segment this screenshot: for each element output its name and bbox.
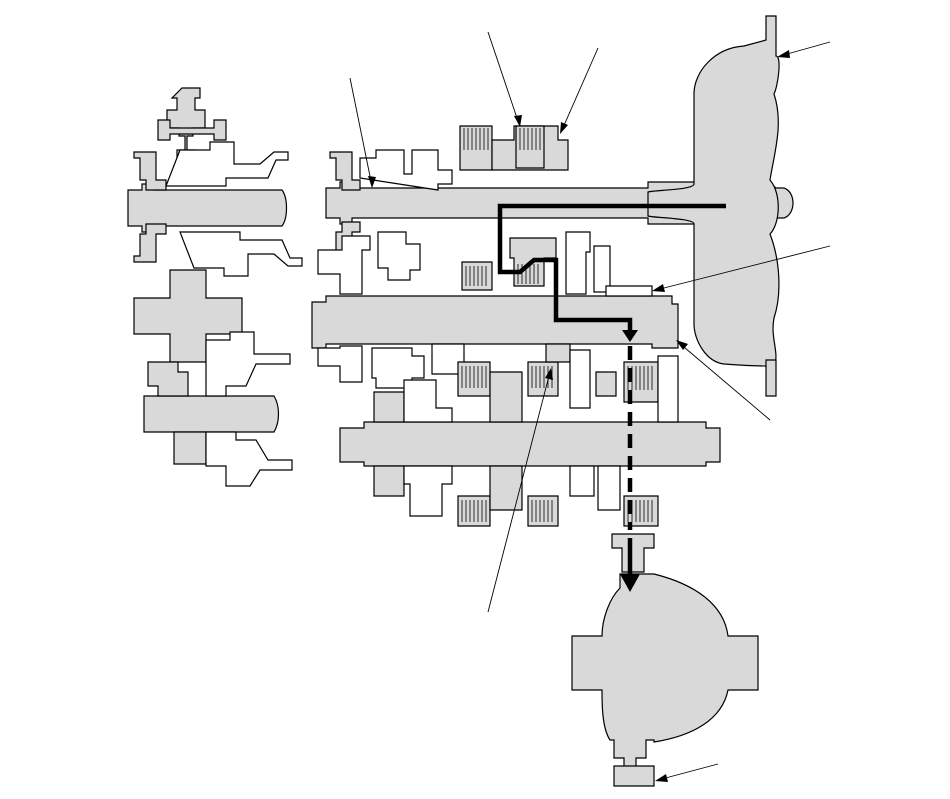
final-drive-differential — [571, 573, 759, 779]
secondary-gear-2-bot-teeth — [531, 500, 553, 522]
secondary-housing-right-top — [657, 355, 679, 423]
main-transmission — [311, 15, 794, 787]
countershaft-lower-housing — [371, 347, 425, 389]
power-flow-arrow-lower — [620, 574, 640, 592]
secondary-hub-bot — [489, 465, 523, 511]
final-drive-leader-arrow — [655, 774, 668, 782]
left-upper-gear-a — [133, 151, 167, 191]
countershaft-gear-leader-arrow — [652, 284, 665, 292]
secondary-gear-3-top — [595, 371, 617, 397]
secondary-housing-bot — [403, 465, 453, 517]
countershaft-housing-right — [605, 285, 653, 297]
secondary-left-gear-top — [373, 391, 405, 423]
gear-leader-a-arrow — [514, 115, 522, 127]
secondary-housing-top — [403, 379, 453, 423]
final-drive-leader — [657, 763, 719, 781]
mainshaft-lower-spacer — [593, 245, 611, 293]
mainshaft-leader-arrow — [368, 176, 376, 188]
left-detail-view — [127, 87, 303, 487]
secondary-gear-1-bot-teeth — [461, 500, 487, 522]
left-lower-housing-top — [205, 331, 291, 397]
lower-gear-a-teeth — [465, 266, 487, 286]
mainshaft-housing-top — [359, 149, 453, 191]
power-flow-solid-upper — [497, 203, 726, 334]
left-upper-gear-b — [133, 223, 167, 263]
countershaft-housing-left-bot — [317, 345, 363, 383]
mainshaft-gear-2 — [515, 125, 545, 169]
left-upper-housing-top — [165, 141, 289, 187]
left-lower-housing-bot — [205, 431, 293, 487]
secondary-gear-leader — [487, 371, 551, 613]
housing-leader-arrow — [676, 340, 688, 350]
mainshaft-lower-housing — [565, 231, 591, 295]
secondary-gear-2-bot — [527, 495, 559, 527]
left-lower-shaft — [143, 395, 280, 433]
countershaft-housing-left-top — [317, 235, 371, 295]
mainshaft-end-gear-top — [329, 151, 361, 191]
power-flow-arrow-upper — [622, 330, 638, 342]
callout-leaders — [349, 31, 831, 782]
mainshaft-leader — [349, 77, 373, 187]
secondary-gear-2-top-teeth — [531, 366, 553, 388]
converter-stub-bottom — [765, 359, 777, 397]
secondary-gear-mid — [545, 343, 571, 363]
secondary-gear-4-bot — [623, 495, 659, 527]
gear-leader-a — [487, 31, 520, 125]
countershaft-gear-leader — [655, 245, 831, 291]
mainshaft-housing-left — [377, 231, 421, 281]
secondary-spacer-top — [569, 349, 591, 409]
secondary-hub-top — [489, 371, 523, 423]
secondary-gear-2-top — [527, 361, 559, 397]
secondary-spacer-bot — [569, 465, 595, 497]
final-drive-output-flange — [613, 765, 655, 787]
left-top-gear — [166, 87, 206, 161]
output-collar — [611, 533, 655, 573]
gear-2-teeth — [519, 128, 541, 150]
torque-converter-leader-arrow — [777, 50, 790, 58]
torque-converter — [647, 15, 780, 367]
secondary-left-gear-bot — [373, 465, 405, 497]
left-top-collar — [157, 119, 227, 141]
secondary-housing-right-bot — [597, 465, 621, 511]
left-lower-gear-a — [147, 361, 189, 397]
gear-leader-b-arrow — [560, 122, 568, 134]
secondary-shaft — [339, 421, 721, 467]
gear-1-teeth — [463, 128, 489, 150]
left-lower-gear-b — [173, 431, 207, 465]
secondary-gear-1-top-teeth — [461, 366, 487, 388]
secondary-gear-leader-arrow — [545, 368, 553, 380]
power-flow-path — [497, 203, 726, 592]
gear-leader-b — [561, 47, 599, 131]
left-upper-housing-bot — [179, 231, 303, 277]
housing-leader — [677, 341, 771, 421]
mainshaft-lower-gear-a — [461, 261, 493, 291]
